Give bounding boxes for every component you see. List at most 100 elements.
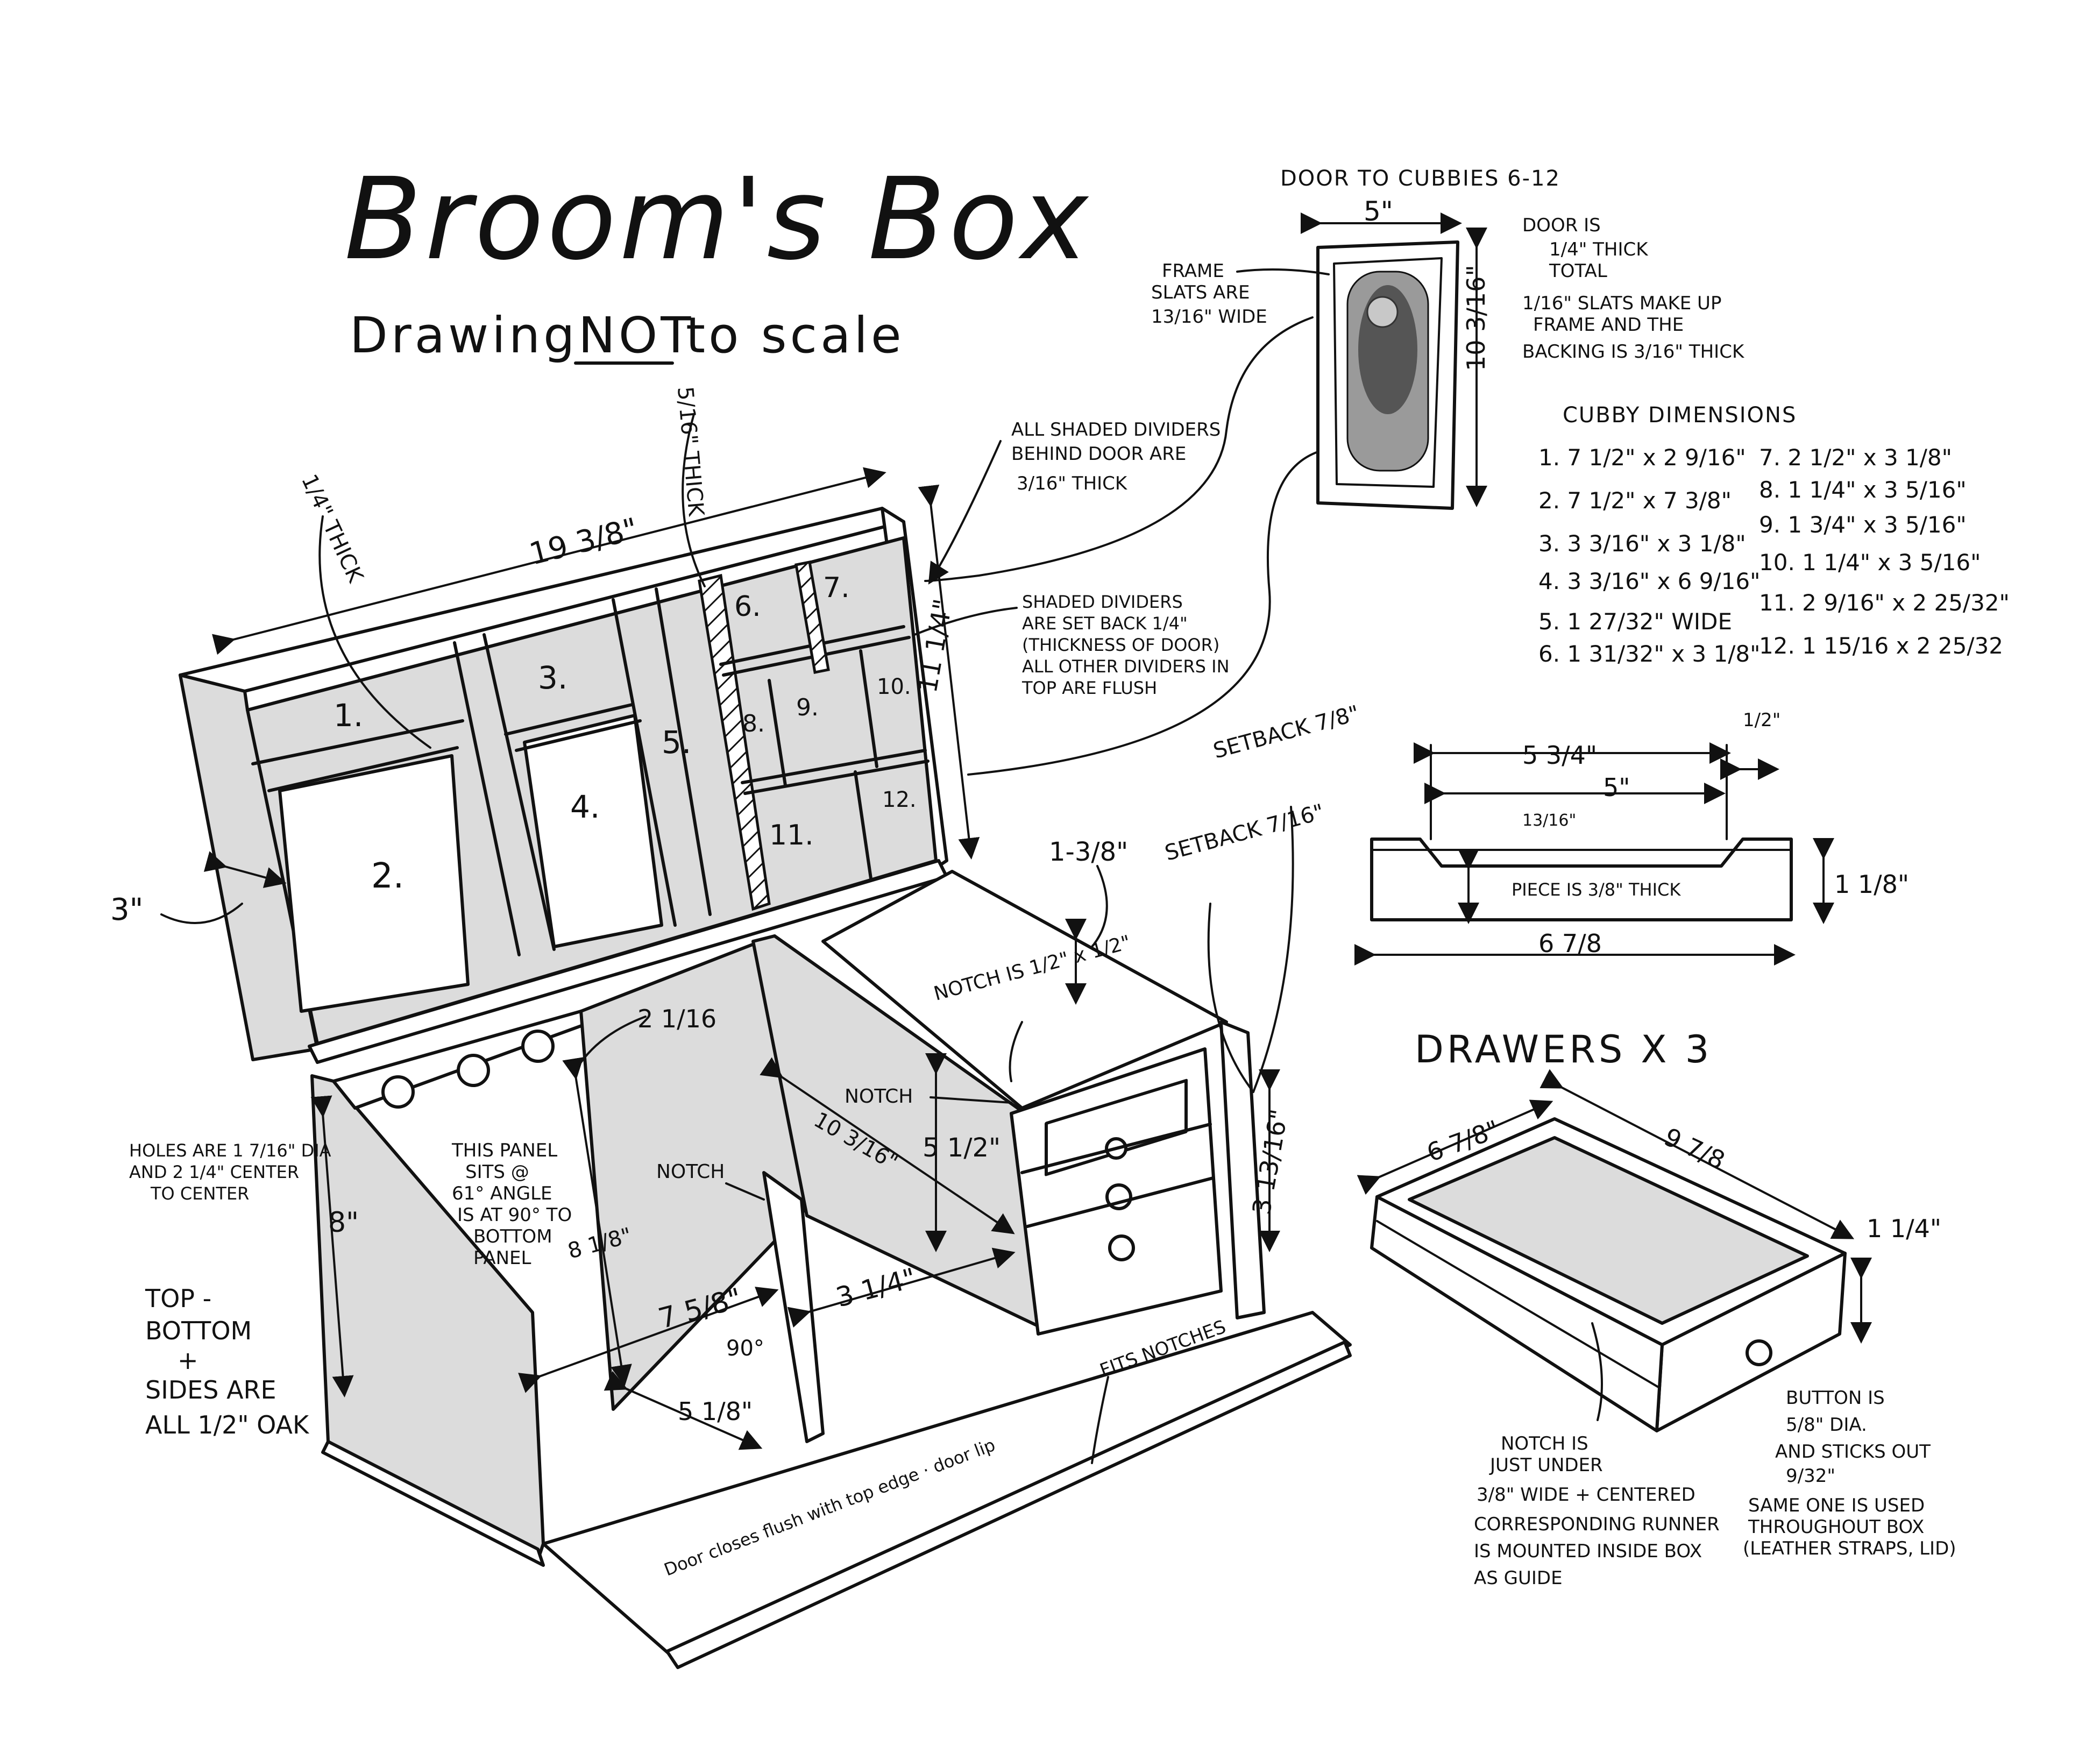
dim-10-3-16-line [760, 1057, 1015, 1234]
shaded-setback-leader [913, 607, 1018, 636]
width-dim-line [212, 467, 886, 655]
oak-note-line-4: SIDES ARE [145, 1375, 276, 1404]
shelf-1 [251, 719, 464, 765]
holes-note-line-3: TO CENTER [150, 1183, 249, 1204]
setback-7-8-label: SETBACK 7/8" [1211, 701, 1362, 764]
holes-note-line-2: AND 2 1/4" CENTER [129, 1162, 299, 1182]
panel-note-line-1: THIS PANEL [451, 1140, 557, 1161]
door-note-line-6: BACKING IS 3/16" THICK [1522, 341, 1745, 363]
drawer-button[interactable] [1746, 1339, 1772, 1366]
fits-notches-leader [1091, 1376, 1109, 1464]
cubby-dim-2: 2. 7 1/2" x 7 3/8" [1538, 487, 1732, 514]
five-sixteenths-leader [682, 413, 706, 587]
cubby-label-8: 8. [742, 710, 765, 737]
frame-note-leader [1236, 268, 1330, 275]
drawers-heading: DRAWERS X 3 [1415, 1027, 1712, 1071]
pen-hole-1 [381, 1075, 415, 1109]
panel-note: THIS PANEL SITS @ 61° ANGLE IS AT 90° TO… [451, 1140, 572, 1269]
oak-note-line-2: BOTTOM [145, 1316, 252, 1345]
setback-note-line-3: (THICKNESS OF DOOR) [1022, 635, 1219, 655]
cubby-label-12: 12. [882, 787, 917, 812]
frame-note: FRAME SLATS ARE 13/16" WIDE [1151, 260, 1267, 328]
setback-note-line-1: SHADED DIVIDERS [1022, 592, 1183, 612]
cubby-dim-6: 6. 1 31/32" x 3 1/8" [1538, 641, 1760, 667]
all-shaded-line-2: BEHIND DOOR ARE [1011, 443, 1186, 465]
cubby-label-5: 5. [662, 724, 691, 761]
button-note-line-2: 5/8" DIA. [1786, 1414, 1867, 1436]
lip-total-width-label: 6 7/8 [1538, 929, 1602, 958]
frame-note-line-2: SLATS ARE [1151, 282, 1250, 303]
door-note-line-4: 1/16" SLATS MAKE UP [1522, 293, 1721, 314]
dim-7-5-8-line [518, 1287, 779, 1393]
cubby-label-1: 1. [334, 697, 363, 734]
door-height-label: 10 3/16" [1462, 265, 1491, 371]
subtitle: Drawing NOT to scale [350, 307, 902, 365]
frame-note-line-1: FRAME [1162, 260, 1224, 282]
holes-note-line-1: HOLES ARE 1 7/16" DIA [129, 1140, 331, 1161]
notch-a-label: NOTCH [845, 1085, 913, 1108]
quarter-thick-label: 1/4" THICK [296, 471, 368, 587]
panel-note-line-2: SITS @ [465, 1161, 529, 1183]
all-shaded-note: ALL SHADED DIVIDERS BEHIND DOOR ARE 3/16… [1011, 419, 1221, 494]
depth-leader [160, 903, 243, 924]
setback-note-line-2: ARE SET BACK 1/4" [1022, 613, 1188, 634]
divider-9a [768, 679, 787, 787]
divider-9b [859, 649, 878, 768]
panel-note-line-5: BOTTOM [473, 1226, 552, 1247]
drawer-knob-3[interactable] [1108, 1234, 1135, 1261]
drawer-sep-1 [1020, 1123, 1212, 1174]
shelf-8 [741, 749, 927, 784]
dim-2-1-16-leader [580, 1016, 647, 1063]
drawer-width-label: 9 7/8 [1659, 1122, 1729, 1175]
door-icon-halo [1366, 296, 1399, 328]
drawer-sep-2 [1026, 1176, 1215, 1228]
cubby-dim-8: 8. 1 1/4" x 3 5/16" [1759, 477, 1967, 503]
drawer-notch-line-1: NOTCH IS [1501, 1433, 1588, 1454]
drawer-notch-note: NOTCH IS JUST UNDER 3/8" WIDE + CENTERED… [1474, 1433, 1720, 1589]
shelf-8b [743, 760, 930, 795]
drawer-notch-line-4: CORRESPONDING RUNNER [1474, 1514, 1720, 1535]
setback-7-8-leader [1252, 806, 1294, 1093]
door-note-line-3: TOTAL [1549, 260, 1607, 282]
drop-front-door[interactable] [542, 1311, 1352, 1658]
door-note-line-2: 1/4" THICK [1549, 239, 1649, 260]
lip-inner-width-label: 5" [1603, 773, 1630, 802]
cubby-label-11: 11. [769, 819, 814, 851]
button-note-line-7: (LEATHER STRAPS, LID) [1743, 1538, 1956, 1559]
shelf-1b [267, 746, 459, 792]
divider-12 [854, 770, 873, 884]
notch-dim-leader [1091, 865, 1108, 948]
lip-height-label: 1 1/8" [1834, 870, 1909, 899]
door-heading: DOOR TO CUBBIES 6-12 [1280, 166, 1560, 191]
cubby-dim-11: 11. 2 9/16" x 2 25/32" [1759, 590, 2010, 616]
setback-7-16-label: SETBACK 7/16" [1162, 799, 1327, 865]
notch-b-leader [725, 1182, 765, 1201]
drop-front-door-lip [665, 1340, 1352, 1669]
dim-8-line [310, 1095, 354, 1397]
button-note-line-4: 9/32" [1786, 1465, 1835, 1487]
cubby-label-9: 9. [796, 694, 819, 721]
all-shaded-leader [928, 440, 1002, 585]
panel-note-line-6: PANEL [473, 1247, 531, 1269]
lip-top-width-label: 5 3/4" [1522, 741, 1597, 770]
cubby-dims-left: 1. 7 1/2" x 2 9/16" 2. 7 1/2" x 7 3/8" 3… [1538, 444, 1760, 667]
lip-piece-note: PIECE IS 3/8" THICK [1512, 879, 1681, 900]
cubby-dim-9: 9. 1 3/4" x 3 5/16" [1759, 512, 1967, 538]
quarter-thick-leader [318, 515, 431, 749]
five-sixteenths-label: 5/16" THICK [672, 386, 708, 518]
dim-5-1-8-label: 5 1/8" [678, 1397, 753, 1426]
oak-note-line-1: TOP - [145, 1284, 211, 1313]
oak-note-line-5: ALL 1/2" OAK [145, 1410, 310, 1439]
divider-a [453, 641, 521, 956]
cubby-dim-4: 4. 3 3/16" x 6 9/16" [1538, 568, 1760, 594]
dim-5-1-8-line [604, 1371, 763, 1450]
lip-slot-label: 13/16" [1522, 811, 1576, 830]
drawer-left-side [1370, 1195, 1664, 1432]
panel-note-line-4: IS AT 90° TO [457, 1204, 572, 1226]
drawer-notch-line-3: 3/8" WIDE + CENTERED [1477, 1484, 1695, 1506]
cubby-label-10: 10. [877, 675, 911, 699]
width-top-label: 19 3/8" [526, 512, 642, 572]
drawer-height-label: 1 1/4" [1867, 1214, 1941, 1243]
shelf-3b [515, 719, 642, 752]
